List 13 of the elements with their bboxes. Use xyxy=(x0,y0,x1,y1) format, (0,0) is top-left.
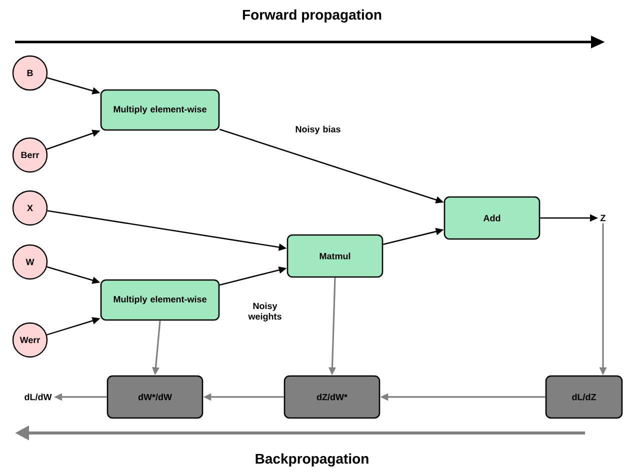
output-label: dL/dW xyxy=(24,394,52,400)
operation-box: Multiply element-wise xyxy=(100,89,220,131)
gradient-box: dZ/dW* xyxy=(284,375,380,419)
output-label: Z xyxy=(600,214,606,222)
operation-box: Matmul xyxy=(286,234,384,278)
edge-label: Noisy bias xyxy=(292,124,344,136)
operation-box: Multiply element-wise xyxy=(100,279,220,321)
gradient-box: dW*/dW xyxy=(106,375,204,419)
edge-label: Noisy weights xyxy=(239,302,291,322)
gradient-box: dL/dZ xyxy=(545,375,623,419)
heading: Backpropagation xyxy=(256,453,368,467)
operation-box: Add xyxy=(444,196,540,240)
heading: Forward propagation xyxy=(242,9,382,23)
